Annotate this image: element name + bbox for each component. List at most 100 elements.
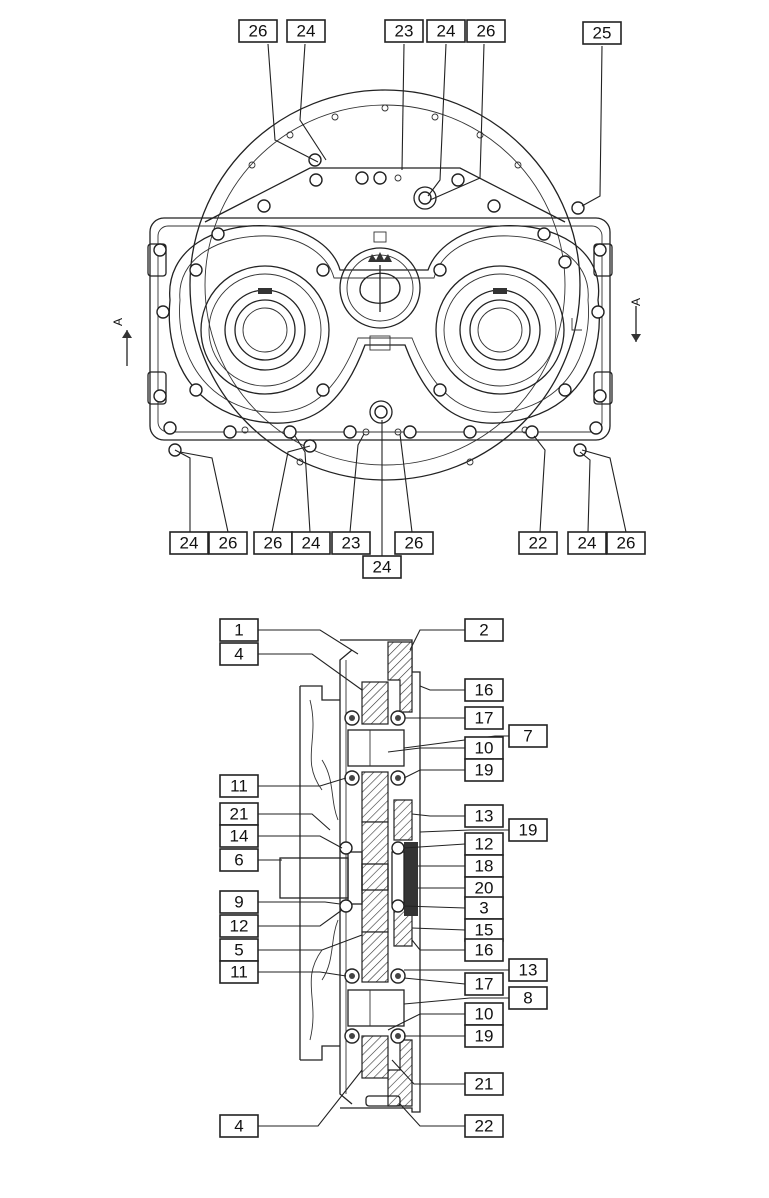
right-output-shaft <box>435 265 565 395</box>
callout-11-lower: 11 <box>219 960 259 984</box>
svg-text:21: 21 <box>230 805 249 824</box>
svg-text:24: 24 <box>302 534 321 553</box>
section-cover-left <box>339 649 353 1105</box>
front-view: A A 26 24 <box>111 19 646 579</box>
callout-26-top-left: 26 <box>238 19 278 43</box>
svg-text:11: 11 <box>230 777 248 796</box>
upper-gear <box>361 681 389 725</box>
svg-text:17: 17 <box>475 709 494 728</box>
callout-11-upper: 11 <box>219 774 259 798</box>
svg-text:19: 19 <box>519 821 538 840</box>
callout-14: 14 <box>219 824 259 848</box>
callout-8: 8 <box>508 986 548 1010</box>
callout-23-top: 23 <box>384 19 424 43</box>
svg-text:25: 25 <box>593 24 612 43</box>
callout-25-top-right: 25 <box>582 21 622 45</box>
svg-text:24: 24 <box>297 22 316 41</box>
upper-bearings <box>344 710 406 786</box>
callout-13-upper: 13 <box>464 804 504 828</box>
svg-text:22: 22 <box>529 534 548 553</box>
svg-text:26: 26 <box>617 534 636 553</box>
svg-text:26: 26 <box>264 534 283 553</box>
callout-12-left: 12 <box>219 914 259 938</box>
svg-text:2: 2 <box>479 621 488 640</box>
svg-text:11: 11 <box>230 963 248 982</box>
left-output-shaft <box>200 265 330 395</box>
callout-26-bottom-4: 26 <box>606 531 646 555</box>
svg-text:26: 26 <box>405 534 424 553</box>
callout-23-bottom: 23 <box>331 531 371 555</box>
section-marker-a: A A <box>111 298 643 366</box>
svg-text:4: 4 <box>234 1117 243 1136</box>
callout-24-bottom-1: 24 <box>169 531 209 555</box>
svg-text:18: 18 <box>475 857 494 876</box>
svg-text:17: 17 <box>475 975 494 994</box>
svg-text:24: 24 <box>578 534 597 553</box>
svg-text:19: 19 <box>475 761 494 780</box>
cover-bolts <box>153 153 607 457</box>
cover-plate <box>168 224 600 424</box>
gearbox-housing <box>149 217 611 441</box>
svg-text:6: 6 <box>234 851 243 870</box>
drain-plug <box>365 1095 401 1107</box>
callout-16-lower: 16 <box>464 938 504 962</box>
callout-24-bottom-2: 24 <box>291 531 331 555</box>
section-leaders <box>258 629 509 1127</box>
svg-text:12: 12 <box>230 917 249 936</box>
callout-26-bottom-1: 26 <box>208 531 248 555</box>
svg-text:10: 10 <box>475 739 494 758</box>
svg-text:1: 1 <box>234 621 243 640</box>
svg-text:4: 4 <box>234 645 243 664</box>
svg-text:8: 8 <box>523 989 532 1008</box>
callout-22-bottom: 22 <box>518 531 558 555</box>
callout-9: 9 <box>219 890 259 914</box>
svg-text:26: 26 <box>219 534 238 553</box>
svg-text:A: A <box>629 298 643 306</box>
svg-text:16: 16 <box>475 941 494 960</box>
central-gear <box>361 821 389 933</box>
callout-2: 2 <box>464 618 504 642</box>
callout-24-bottom-3: 24 <box>567 531 607 555</box>
svg-text:24: 24 <box>373 558 392 577</box>
svg-text:13: 13 <box>475 807 494 826</box>
callout-21-right: 21 <box>464 1072 504 1096</box>
callout-1: 1 <box>219 618 259 642</box>
callout-26-bottom-2: 26 <box>253 531 293 555</box>
callout-26-top: 26 <box>466 19 506 43</box>
callout-19-middle: 19 <box>508 818 548 842</box>
svg-text:23: 23 <box>395 22 414 41</box>
callout-24-top-left: 24 <box>286 19 326 43</box>
svg-text:16: 16 <box>475 681 494 700</box>
input-shaft <box>279 857 349 899</box>
callout-24-bottom-center: 24 <box>362 555 402 579</box>
svg-text:24: 24 <box>180 534 199 553</box>
callout-6: 6 <box>219 848 259 872</box>
svg-text:22: 22 <box>475 1117 494 1136</box>
svg-text:26: 26 <box>477 22 496 41</box>
mounting-flange-profile <box>299 685 340 1061</box>
section-view: 1 4 11 21 14 6 9 12 5 11 4 2 16 17 7 10 … <box>219 618 548 1138</box>
callout-17-upper: 17 <box>464 706 504 730</box>
svg-text:3: 3 <box>479 899 488 918</box>
callout-10-lower: 10 <box>464 1002 504 1026</box>
callout-21-left: 21 <box>219 802 259 826</box>
svg-text:9: 9 <box>234 893 243 912</box>
callout-4-lower: 4 <box>219 1114 259 1138</box>
callout-18: 18 <box>464 854 504 878</box>
manufacturer-logo-emblem <box>339 231 421 329</box>
upper-housing <box>204 167 566 223</box>
mounting-flange <box>189 89 581 481</box>
bottom-plug <box>369 400 393 424</box>
svg-text:10: 10 <box>475 1005 494 1024</box>
front-leaders <box>174 43 627 556</box>
callout-16-upper: 16 <box>464 678 504 702</box>
svg-text:21: 21 <box>475 1075 494 1094</box>
svg-text:A: A <box>111 318 125 326</box>
callout-3: 3 <box>464 896 504 920</box>
lower-gear <box>361 931 389 983</box>
top-plug <box>413 186 437 210</box>
svg-text:19: 19 <box>475 1027 494 1046</box>
callout-10-upper: 10 <box>464 736 504 760</box>
callout-5: 5 <box>219 938 259 962</box>
svg-text:23: 23 <box>342 534 361 553</box>
